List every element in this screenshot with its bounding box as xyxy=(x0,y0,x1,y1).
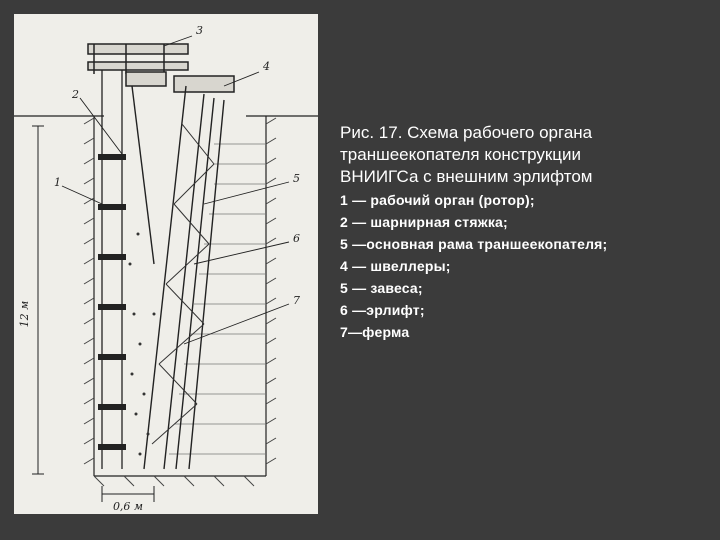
caption-title-line: траншеекопателя конструкции xyxy=(340,145,582,164)
legend-item: 4 — швеллеры; xyxy=(340,258,451,274)
legend-item: 7—ферма xyxy=(340,324,410,340)
legend-item: 6 —эрлифт; xyxy=(340,302,425,318)
part-label-4: 4 xyxy=(262,60,270,73)
part-label-3: 3 xyxy=(196,24,203,37)
legend-item: 1 — рабочий орган (ротор); xyxy=(340,192,535,208)
part-label-2: 2 xyxy=(71,88,79,101)
legend-item: 5 —основная рама траншеекопателя; xyxy=(340,236,608,252)
part-label-7: 7 xyxy=(293,294,300,307)
diagram-drawing: 12 м 0,6 м 1 2 3 4 5 6 xyxy=(14,24,318,513)
width-label: 0,6 м xyxy=(113,500,143,513)
caption-title-line: Рис. 17. Схема рабочего органа xyxy=(340,123,593,142)
legend-item: 2 — шарнирная стяжка; xyxy=(340,214,508,230)
caption-title: Рис. 17. Схема рабочего органа траншееко… xyxy=(340,122,710,188)
legend-item: 5 — завеса; xyxy=(340,280,423,296)
part-label-6: 6 xyxy=(293,232,300,245)
part-label-5: 5 xyxy=(293,172,300,185)
caption-legend: 1 — рабочий орган (ротор); 2 — шарнирная… xyxy=(340,189,710,343)
caption-title-line: ВНИИГСа с внешним эрлифтом xyxy=(340,167,593,186)
depth-label: 12 м xyxy=(18,301,31,328)
trencher-diagram: 12 м 0,6 м 1 2 3 4 5 6 xyxy=(14,14,318,514)
figure-caption: Рис. 17. Схема рабочего органа траншееко… xyxy=(340,122,710,343)
part-label-1: 1 xyxy=(54,176,61,189)
